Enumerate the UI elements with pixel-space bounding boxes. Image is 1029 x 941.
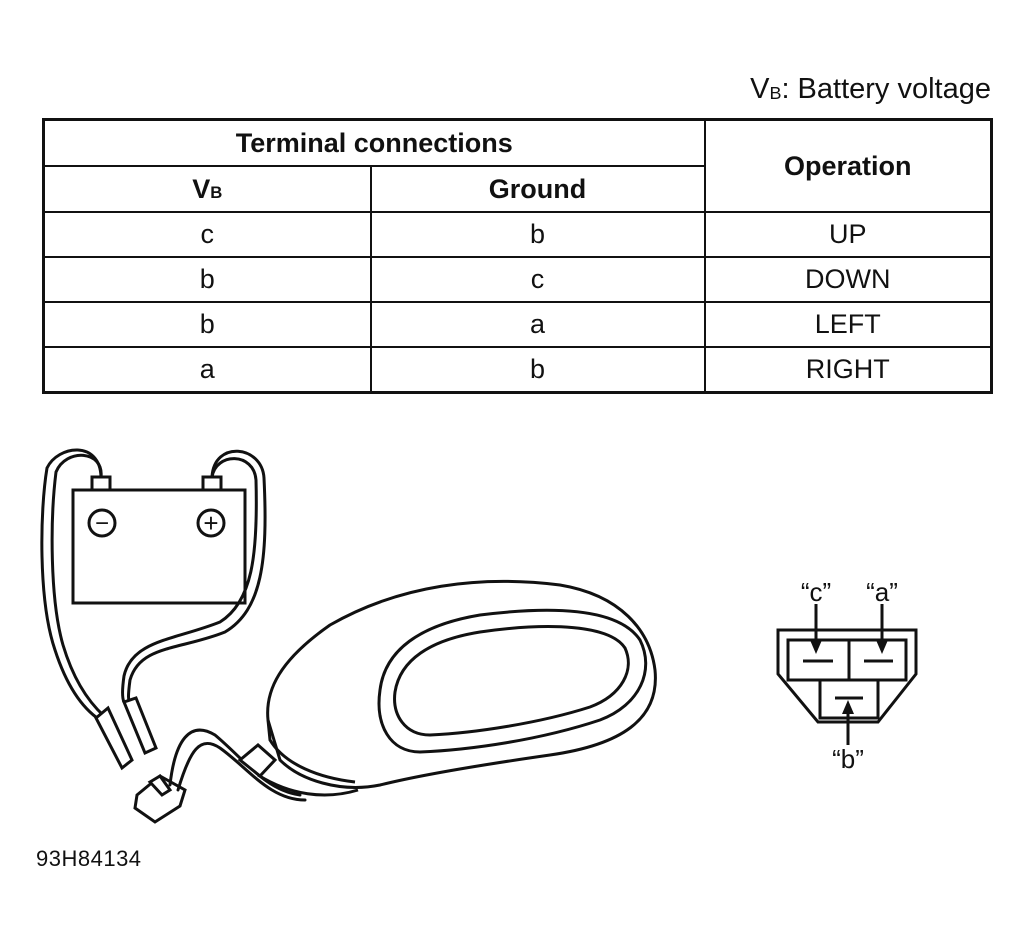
- terminal-b-arrowhead: [842, 700, 854, 714]
- cell-vb: a: [42, 346, 372, 394]
- battery-negative-post: [90, 475, 112, 492]
- legend-vb-description: : Battery voltage: [781, 73, 991, 105]
- positive-lead-wire-outer: [127, 449, 267, 707]
- battery-positive-sign: +: [203, 508, 218, 538]
- cell-vb: b: [42, 256, 372, 303]
- cell-ground: c: [369, 256, 706, 303]
- connector-terminal-layout: [776, 604, 918, 745]
- battery-positive-post: [201, 475, 223, 492]
- terminal-connections-table: Terminal connections Operation VB Ground…: [42, 118, 993, 394]
- legend-vb-subscript: B: [769, 82, 782, 103]
- terminal-b-label: “b”: [832, 744, 864, 774]
- terminal-connections-header: Terminal connections: [42, 118, 706, 167]
- door-mirror-illustration: [237, 579, 657, 797]
- table-header-row: Terminal connections Operation: [42, 118, 993, 213]
- pointer-arrowheads: [810, 640, 888, 714]
- legend-vb-symbol: V: [750, 73, 770, 105]
- ground-column-header: Ground: [369, 165, 706, 213]
- probe-tip-right: [122, 696, 158, 756]
- test-leads: [40, 448, 307, 824]
- cell-vb: c: [42, 211, 372, 258]
- positive-lead-wire-inner: [121, 457, 258, 704]
- wiring-diagram: − +: [40, 448, 918, 824]
- negative-lead-wire-outer: [40, 448, 103, 722]
- mirror-glass-frame: [377, 608, 648, 754]
- mirror-base-bottom: [257, 773, 359, 797]
- battery-positive-terminal-icon: [196, 508, 226, 538]
- battery-body: [71, 488, 247, 605]
- cell-ground: a: [369, 301, 706, 348]
- operation-header: Operation: [703, 118, 993, 213]
- table-row: c b UP: [42, 211, 993, 258]
- mirror-harness-upper: [168, 728, 302, 797]
- mirror-mount-bracket: [237, 743, 278, 779]
- table-row: b c DOWN: [42, 256, 993, 303]
- cell-operation: RIGHT: [703, 346, 993, 394]
- battery-voltage-legend: VB: Battery voltage: [750, 72, 991, 109]
- terminal-a-arrowhead: [876, 640, 888, 654]
- connector-latch: [147, 774, 173, 797]
- negative-lead-wire-inner: [50, 453, 106, 718]
- mirror-harness-lower: [176, 742, 307, 802]
- table-row: a b RIGHT: [42, 346, 993, 394]
- table-subheader-row: VB Ground: [42, 165, 992, 213]
- battery-negative-sign: −: [95, 510, 109, 537]
- mirror-glass: [393, 625, 630, 737]
- mirror-base-edge: [266, 719, 356, 784]
- battery-illustration: [71, 475, 247, 605]
- cell-vb: b: [42, 301, 372, 348]
- terminal-c-arrowhead: [810, 640, 822, 654]
- cell-ground: b: [369, 211, 706, 258]
- cell-operation: LEFT: [703, 301, 993, 348]
- vb-header-subscript: B: [210, 183, 223, 203]
- cell-operation: UP: [703, 211, 993, 258]
- probe-tip-left: [94, 705, 134, 771]
- figure-id: 93H84134: [36, 846, 142, 871]
- terminal-a-label: “a”: [866, 577, 898, 607]
- battery-negative-terminal-icon: [87, 508, 117, 538]
- vb-header-symbol: V: [192, 173, 211, 204]
- cell-ground: b: [369, 346, 706, 394]
- terminal-c-label: “c”: [801, 577, 831, 607]
- connector-face-outline: [776, 628, 918, 724]
- table-row: b a LEFT: [42, 301, 993, 348]
- vb-column-header: VB: [42, 165, 372, 213]
- cell-operation: DOWN: [703, 256, 993, 303]
